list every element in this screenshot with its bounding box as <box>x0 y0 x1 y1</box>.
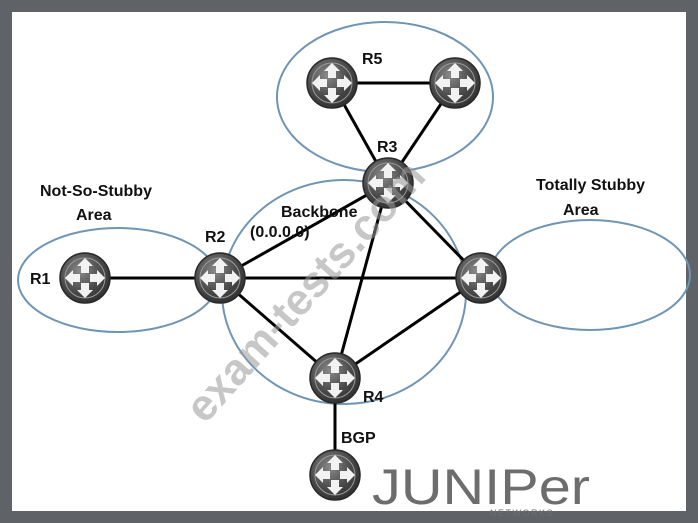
label-r4: R4 <box>363 389 384 406</box>
label-backbone-line1: Backbone <box>281 204 358 221</box>
router-r5-icon <box>306 57 358 109</box>
label-nssa-line2: Area <box>76 207 112 224</box>
router-abr-icon <box>455 252 507 304</box>
label-stubby-line2: Area <box>563 202 599 219</box>
link-r3-r4 <box>333 182 390 379</box>
label-r2: R2 <box>205 229 226 246</box>
router-r4-icon <box>309 352 361 404</box>
label-r5: R5 <box>362 51 383 68</box>
links <box>85 81 483 472</box>
link-r4-r6 <box>334 276 482 380</box>
label-backbone-line2: (0.0.0.0) <box>250 224 310 241</box>
juniper-logo-text: JUNIPer <box>372 459 590 515</box>
label-nssa-line1: Not-So-Stubby <box>40 183 152 200</box>
router-r2-icon <box>194 252 246 304</box>
juniper-logo-sub: NETWORKS <box>490 508 554 518</box>
area-totally-stubby-ellipse <box>489 219 691 331</box>
router-bgp-peer-icon <box>309 449 361 501</box>
label-bgp: BGP <box>341 430 376 447</box>
router-r1-icon <box>59 252 111 304</box>
label-r1: R1 <box>30 271 51 288</box>
label-stubby-line1: Totally Stubby <box>536 177 645 194</box>
router-r5b-icon <box>429 57 481 109</box>
label-r3: R3 <box>377 139 398 156</box>
link-r2-r3 <box>219 181 389 280</box>
